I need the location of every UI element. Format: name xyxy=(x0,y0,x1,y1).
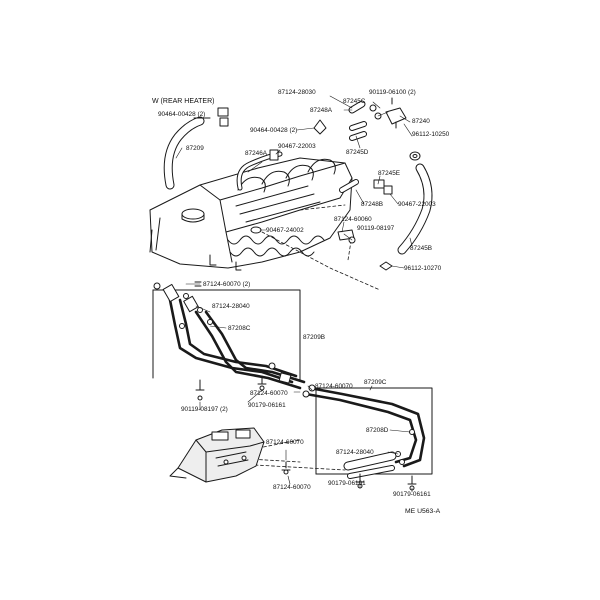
callout-c15: 90467-22003 xyxy=(398,201,436,208)
callout-c31: 87124-60070 xyxy=(266,439,304,446)
callout-c03: 87245C xyxy=(343,98,366,105)
callout-c21: 87124-60070 (2) xyxy=(203,281,251,288)
callout-c25: 87124-60070 xyxy=(315,383,353,390)
callout-c18: 90467-24002 xyxy=(266,227,304,234)
pipe-assembly-87209c xyxy=(281,384,433,491)
callout-c22: 87124-28040 xyxy=(212,303,250,310)
callout-c34: 90179-06161 xyxy=(328,480,366,487)
callout-c20: 96112-10270 xyxy=(404,265,442,272)
callout-c29: 90179-06161 xyxy=(248,402,286,409)
callout-c33: 87124-60070 xyxy=(273,484,311,491)
callout-c23: 87208C xyxy=(228,325,251,332)
callout-c19: 87245B xyxy=(410,245,433,252)
callout-c10: 87246A xyxy=(245,150,268,157)
figure-reference: ME U563-A xyxy=(405,508,441,515)
leader-lines xyxy=(175,95,413,493)
callout-c04: 87248A xyxy=(310,107,333,114)
callout-c24: 87209B xyxy=(303,334,326,341)
callout-c08: 96112-10250 xyxy=(412,131,450,138)
callout-c16: 87124-60060 xyxy=(334,216,372,223)
callout-c02: 90119-06100 (2) xyxy=(369,89,416,96)
engine-block xyxy=(149,151,353,271)
callout-c28: 90119-08197 (2) xyxy=(181,406,228,413)
callout-c27: 87124-60070 xyxy=(250,390,288,397)
callout-c06: 87240 xyxy=(412,118,430,125)
callout-c30: 87208D xyxy=(366,427,389,434)
callout-c14: 87248B xyxy=(361,201,384,208)
pipe-assembly-87209b xyxy=(152,281,306,401)
rear-heater-unit xyxy=(169,427,265,483)
callout-c32: 87124-28040 xyxy=(336,449,374,456)
callout-c26: 87209C xyxy=(364,379,387,386)
callout-c01: 87124-28030 xyxy=(278,89,316,96)
callout-c11: 90467-22003 xyxy=(278,143,316,150)
callout-c17: 90119-08197 xyxy=(357,225,395,232)
callout-c07: 90464-00428 (2) xyxy=(250,127,298,134)
variant-header: W (REAR HEATER) xyxy=(152,98,215,105)
callout-c09: 87209 xyxy=(186,145,204,152)
callout-c35: 90179-06161 xyxy=(393,491,431,498)
callout-c13: 87245E xyxy=(378,170,401,177)
callout-c05: 90464-00428 (2) xyxy=(158,111,206,118)
callout-c12: 87245D xyxy=(346,149,369,156)
hose-87209 xyxy=(163,107,229,190)
